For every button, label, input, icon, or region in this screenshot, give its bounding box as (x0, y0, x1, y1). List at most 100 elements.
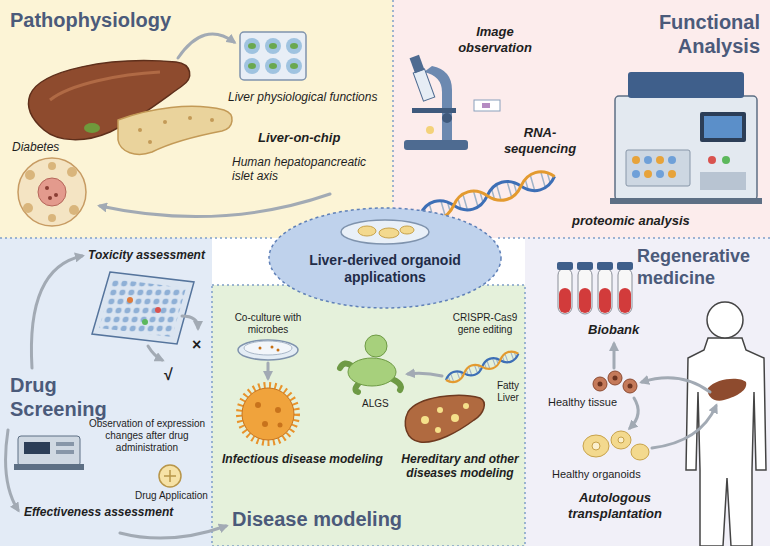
dna-helix (444, 349, 520, 385)
biobank-tubes (557, 262, 633, 314)
petri-dish (259, 347, 262, 350)
device-label: Liver-on-chip (258, 130, 340, 146)
flow-arrow (630, 398, 638, 428)
glass-slide (474, 100, 500, 111)
microscope-illustration (413, 69, 435, 101)
note-label: Healthy tissue (548, 396, 617, 409)
model-label: Infectious disease modeling (222, 452, 383, 466)
tissue-cells (613, 376, 618, 381)
microbe-organoid (242, 388, 294, 440)
step-label: Toxicity assessment (88, 248, 205, 262)
organoid-blobs (611, 431, 631, 449)
panel-fill (0, 0, 393, 238)
panel-fill (0, 238, 212, 546)
biobank-tubes (579, 288, 591, 313)
hub-ellipse-outline (269, 208, 501, 308)
liver-on-chip-plate (286, 58, 302, 74)
liver-on-chip-plate (290, 43, 298, 49)
proteomics-instrument (700, 172, 746, 190)
flow-arrow (408, 373, 442, 376)
microscope-illustration (404, 55, 468, 150)
spectrophotometer (24, 442, 50, 454)
note-label: Healthy organoids (552, 468, 641, 481)
fail-mark: × (192, 335, 201, 354)
pancreas-illustration (138, 128, 142, 132)
proteomics-instrument (615, 96, 757, 200)
pancreatic-islet (67, 167, 77, 177)
proteomics-instrument (632, 156, 640, 164)
well-plate (142, 319, 148, 325)
spectrophotometer (14, 464, 84, 470)
pancreatic-islet (45, 186, 49, 190)
flow-arrow (613, 344, 616, 368)
panel-divider (392, 0, 394, 205)
biobank-tubes (617, 262, 633, 270)
fatty-liver (463, 403, 469, 409)
method-label: RNA-sequencing (500, 125, 580, 156)
petri-dish (238, 340, 298, 360)
fatty-liver (405, 395, 484, 442)
liver-on-chip-plate (265, 38, 281, 54)
fatty-liver (451, 414, 459, 422)
microscope-illustration (412, 108, 456, 113)
biobank-tubes (619, 288, 631, 313)
flow-arrow (148, 346, 162, 360)
pancreas-illustration (188, 116, 192, 120)
application-panel: Functional Analysis (393, 0, 770, 238)
note-label: Co-culture with microbes (232, 312, 304, 336)
pancreas-illustration (210, 118, 214, 122)
panel-title: Disease modeling (232, 507, 402, 531)
biobank-tubes (618, 268, 632, 314)
spectrophotometer (56, 442, 74, 446)
proteomics-instrument (704, 116, 742, 138)
pancreatic-islet (54, 193, 58, 197)
panel-title: Drug Screening (10, 373, 120, 421)
tissue-cells (623, 379, 637, 393)
liver-on-chip-plate (290, 63, 298, 69)
flow-arrow (6, 430, 18, 510)
tissue-cells (593, 371, 637, 393)
organoid-blobs (583, 431, 649, 460)
flow-arrow (100, 194, 330, 217)
method-label: Image observation (455, 24, 535, 55)
human-body (686, 338, 766, 546)
model-label: Hereditary and other diseases modeling (396, 452, 524, 481)
petri-dish (277, 349, 280, 352)
note-label: ALGS (362, 398, 389, 410)
biobank-tubes (577, 262, 593, 270)
liver-on-chip-plate (244, 38, 260, 54)
proteomics-instrument (610, 72, 762, 204)
panel-title: Pathophysiology (10, 8, 171, 32)
flow-arrow (100, 34, 330, 217)
proteomics-instrument (632, 170, 640, 178)
proteomics-instrument (644, 170, 652, 178)
fatty-liver (421, 416, 429, 424)
microbe-organoid (239, 385, 297, 443)
process-label: Human hepatopancreatic islet axis (232, 155, 372, 184)
proteomics-instrument (722, 156, 730, 164)
child-figure (365, 335, 387, 357)
dna-helix (444, 349, 520, 385)
panel-divider (0, 0, 770, 238)
proteomics-instrument (628, 72, 744, 98)
organoid-blobs (583, 435, 609, 457)
microbe-organoid (255, 402, 261, 408)
application-panel: Pathophysiology (0, 0, 393, 238)
organoid-blobs (592, 442, 600, 450)
proteomics-instrument (708, 156, 716, 164)
pancreatic-islet (69, 205, 79, 215)
tissue-cells (598, 382, 603, 387)
liver-illustration (84, 123, 100, 133)
spectrophotometer (18, 436, 80, 466)
proteomics-instrument (700, 112, 746, 142)
fatty-liver (437, 407, 443, 413)
drug-dish (164, 470, 176, 482)
flow-arrow (178, 34, 234, 58)
organoid-blobs (631, 444, 649, 460)
liver-on-chip-plate (248, 63, 256, 69)
liver-on-chip-plate (240, 32, 306, 80)
pancreatic-islet (25, 170, 35, 180)
biobank-tubes (597, 262, 613, 270)
